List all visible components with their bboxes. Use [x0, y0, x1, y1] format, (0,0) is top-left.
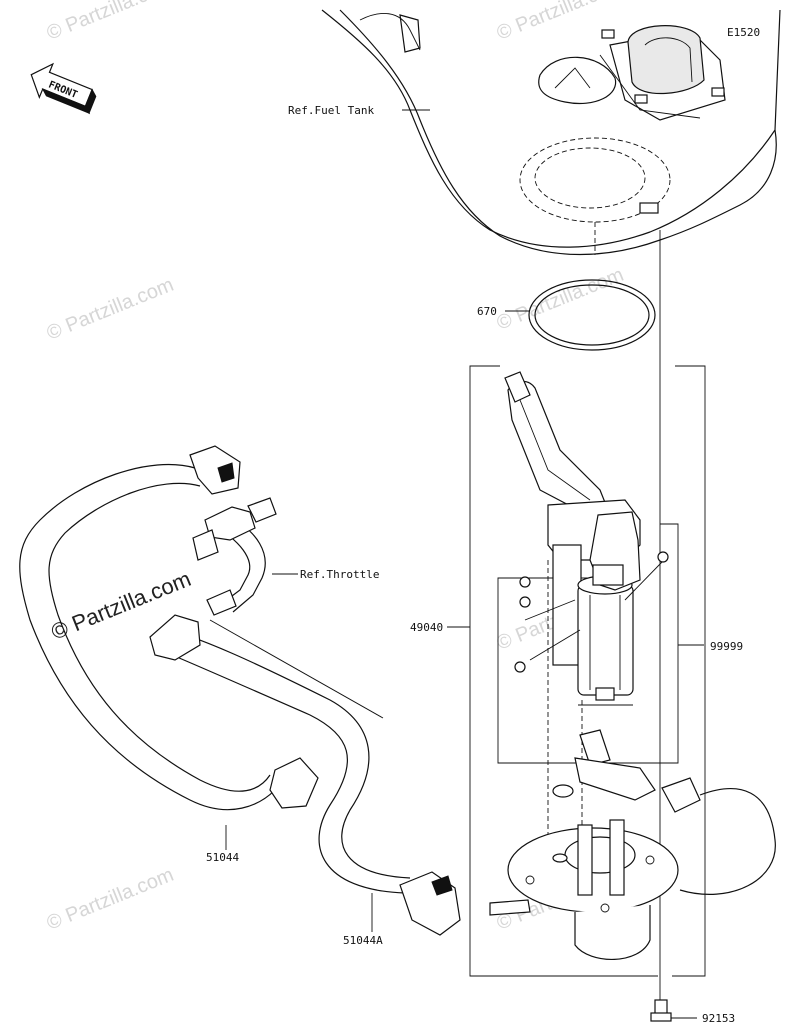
fuel-tank	[321, 9, 781, 256]
pump-opening	[519, 137, 671, 223]
fuel-pump	[504, 371, 669, 855]
label-pump-assy: 49040	[410, 621, 443, 634]
fuel-cap	[599, 25, 726, 121]
oring-670: 670	[477, 279, 656, 351]
watermark: © Partzilla.com	[494, 264, 627, 335]
label-hose-2: 51044A	[343, 934, 383, 947]
label-kit: 99999	[710, 640, 743, 653]
pump-assy-bracket: 49040	[410, 365, 706, 977]
label-oring: 670	[477, 305, 497, 318]
pump-connector	[661, 777, 776, 895]
diagram-code: E1520	[727, 26, 760, 39]
label-bolt: 92153	[702, 1012, 735, 1025]
hose-connectors	[149, 445, 461, 936]
watermark: © Partzilla.com	[44, 0, 177, 45]
front-arrow-icon: FRONT	[30, 62, 97, 115]
watermark: © Partzilla.com	[44, 274, 177, 345]
hoses	[19, 464, 411, 894]
label-hose-1: 51044	[206, 851, 239, 864]
pump-flange	[507, 819, 679, 961]
label-fuel-tank: Ref.Fuel Tank	[288, 104, 374, 117]
fuel-filter	[552, 729, 656, 801]
outlet-nozzle	[489, 899, 531, 916]
bolt-92153: 92153	[650, 999, 735, 1025]
label-throttle: Ref.Throttle	[300, 568, 379, 581]
watermark: © Partzilla.com	[44, 864, 177, 935]
